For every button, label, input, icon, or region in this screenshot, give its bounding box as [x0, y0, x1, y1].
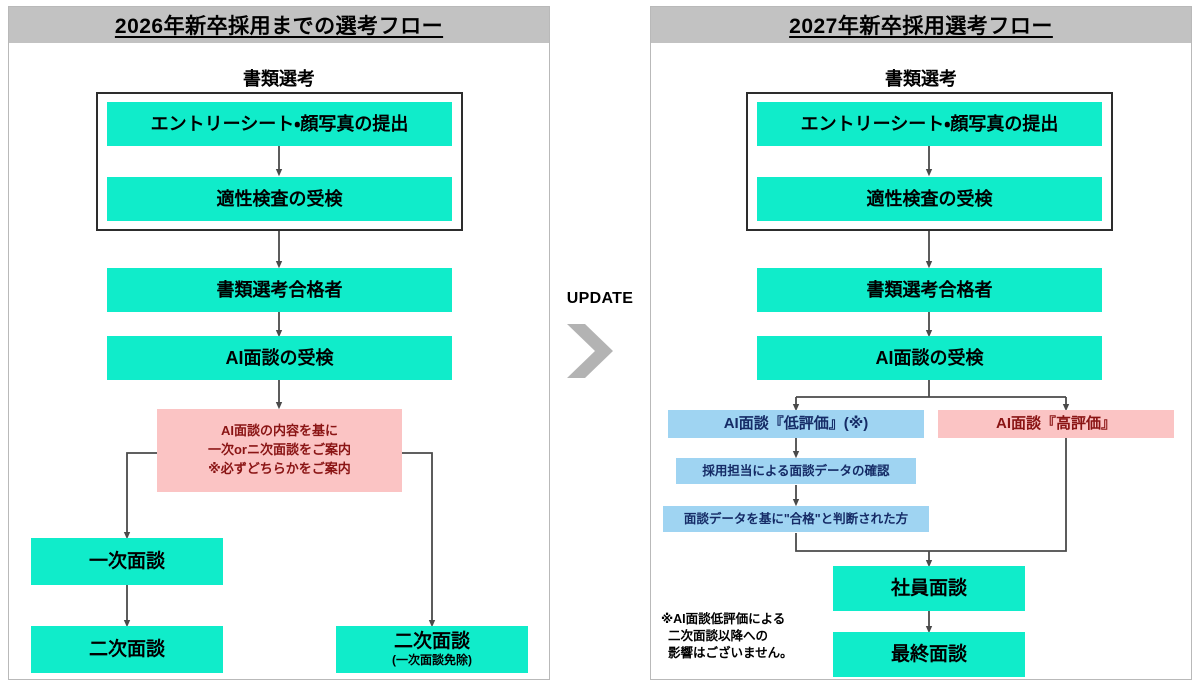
left-node-document-passer: 書類選考合格者 [107, 268, 452, 312]
chevron-right-icon [567, 324, 613, 378]
right-node-ai-low-rating: AI面談『低評価』(※) [668, 410, 924, 438]
left-node-aptitude-test: 適性検査の受検 [107, 177, 452, 221]
right-node-recruiter-check-label: 採用担当による面談データの確認 [702, 463, 890, 478]
right-panel-title: 2027年新卒採用選考フロー [789, 15, 1053, 38]
left-document-screening-group [96, 92, 463, 231]
right-node-pass-judged: 面談データを基に"合格"と判断された方 [663, 506, 929, 532]
left-node-first-interview-label: 一次面談 [88, 550, 165, 572]
right-node-ai-interview: AI面談の受検 [757, 336, 1102, 380]
right-panel-header: 2027年新卒採用選考フロー [651, 7, 1191, 43]
right-node-ai-interview-label: AI面談の受検 [875, 347, 984, 368]
left-node-second-interview: 二次面談 [31, 626, 223, 673]
left-node-document-passer-label: 書類選考合格者 [216, 279, 343, 300]
left-node-second-interview-exempt-sublabel: (一次面談免除) [392, 653, 472, 668]
left-decision-line-2: 一次orニ次面談をご案内 [207, 442, 351, 458]
left-panel: 2026年新卒採用までの選考フロー 書類選考 [8, 6, 550, 680]
right-node-aptitude-test-label: 適性検査の受検 [866, 188, 993, 209]
right-node-document-passer-label: 書類選考合格者 [866, 279, 993, 300]
right-node-document-passer: 書類選考合格者 [757, 268, 1102, 312]
right-document-screening-group [746, 92, 1113, 231]
left-node-ai-interview-label: AI面談の受検 [225, 347, 334, 368]
left-node-decision-guidance: AI面談の内容を基に 一次orニ次面談をご案内 ※必ずどちらかをご案内 [157, 409, 402, 492]
left-section-label-document-screening: 書類選考 [243, 69, 315, 89]
right-node-recruiter-check: 採用担当による面談データの確認 [676, 458, 916, 484]
right-node-ai-high-rating-label: AI面談『高評価』 [995, 415, 1116, 433]
left-node-second-interview-exempt-label: 二次面談 [393, 631, 470, 653]
right-panel-footnote: ※AI面談低評価による 二次面談以降への 影響はございません。 [661, 612, 793, 660]
right-node-ai-high-rating: AI面談『高評価』 [938, 410, 1174, 438]
left-decision-line-3: ※必ずどちらかをご案内 [208, 460, 351, 476]
right-node-employee-interview: 社員面談 [833, 566, 1025, 611]
right-section-label-document-screening: 書類選考 [885, 69, 957, 89]
update-label: UPDATE [566, 290, 634, 307]
left-node-aptitude-test-label: 適性検査の受検 [216, 188, 343, 209]
left-node-entry-sheet-label: エントリーシート・顔写真の提出 [150, 113, 409, 134]
right-node-employee-interview-label: 社員面談 [890, 577, 967, 599]
left-node-second-interview-exempt: 二次面談 (一次面談免除) [336, 626, 528, 673]
right-node-final-interview: 最終面談 [833, 632, 1025, 677]
right-node-final-interview-label: 最終面談 [890, 643, 967, 665]
right-node-ai-low-rating-label: AI面談『低評価』(※) [723, 415, 869, 433]
left-panel-header: 2026年新卒採用までの選考フロー [9, 7, 549, 43]
right-node-aptitude-test: 適性検査の受検 [757, 177, 1102, 221]
left-node-first-interview: 一次面談 [31, 538, 223, 585]
left-panel-title: 2026年新卒採用までの選考フロー [114, 15, 444, 38]
right-node-entry-sheet-label: エントリーシート・顔写真の提出 [800, 113, 1059, 134]
left-node-entry-sheet: エントリーシート・顔写真の提出 [107, 102, 452, 146]
left-decision-line-1: AI面談の内容を基に [220, 423, 338, 439]
left-node-second-interview-label: 二次面談 [88, 638, 165, 660]
right-node-pass-judged-label: 面談データを基に"合格"と判断された方 [683, 511, 909, 526]
left-node-ai-interview: AI面談の受検 [107, 336, 452, 380]
right-node-entry-sheet: エントリーシート・顔写真の提出 [757, 102, 1102, 146]
right-panel: 2027年新卒採用選考フロー 書類選考 [650, 6, 1192, 680]
